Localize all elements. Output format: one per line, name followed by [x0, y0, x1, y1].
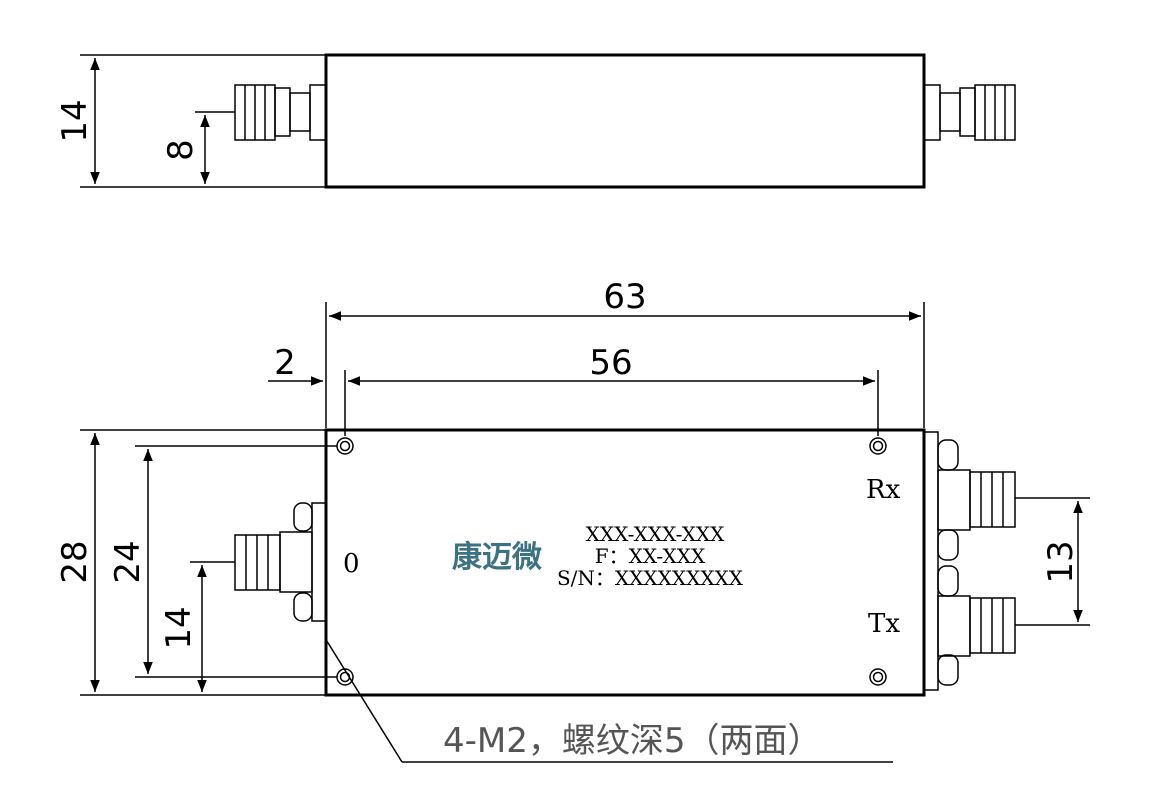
side-view-body: [324, 53, 926, 189]
mounting-holes: [336, 437, 887, 686]
dim-side-port-height: 8: [161, 139, 201, 161]
mounting-hole: [869, 668, 887, 686]
serial-number: S/N：XXXXXXXXX: [557, 566, 744, 590]
dim-height-holes: 24: [108, 540, 148, 583]
mounting-hole: [336, 437, 354, 455]
port-label-tx: Tx: [868, 609, 900, 639]
port-label-left: 0: [343, 549, 360, 579]
front-right-connectors: [923, 431, 1016, 691]
dim-offset: 2: [274, 343, 296, 383]
dim-right-port-spacing: 13: [1041, 540, 1081, 583]
thread-callout: 4-M2，螺纹深5（两面）: [324, 637, 893, 763]
port-label-rx: Rx: [866, 475, 901, 505]
front-left-connector: [234, 502, 327, 622]
brand-logo: 康迈微: [452, 540, 542, 575]
frequency-label: F：XX-XXX: [595, 544, 706, 568]
dim-side-height: 14: [55, 99, 95, 142]
side-view: 14 8: [55, 53, 1016, 189]
nameplate: 康迈微 XXX-XXX-XXX F：XX-XXX S/N：XXXXXXXXX: [452, 522, 744, 590]
dim-length-holes: 56: [589, 343, 632, 383]
dim-left-port-height: 14: [159, 606, 199, 649]
model-number: XXX-XXX-XXX: [586, 522, 726, 546]
dim-length-total: 63: [603, 277, 646, 317]
side-left-connector: [234, 84, 327, 141]
thread-callout-text: 4-M2，螺纹深5（两面）: [443, 721, 822, 761]
side-right-connector: [923, 84, 1016, 141]
front-view: 0 Rx Tx 康迈微 XXX-XXX-XXX F：XX-XXX S/N：XXX…: [55, 277, 1090, 763]
mounting-hole: [869, 437, 887, 455]
dim-height-total: 28: [55, 540, 95, 583]
